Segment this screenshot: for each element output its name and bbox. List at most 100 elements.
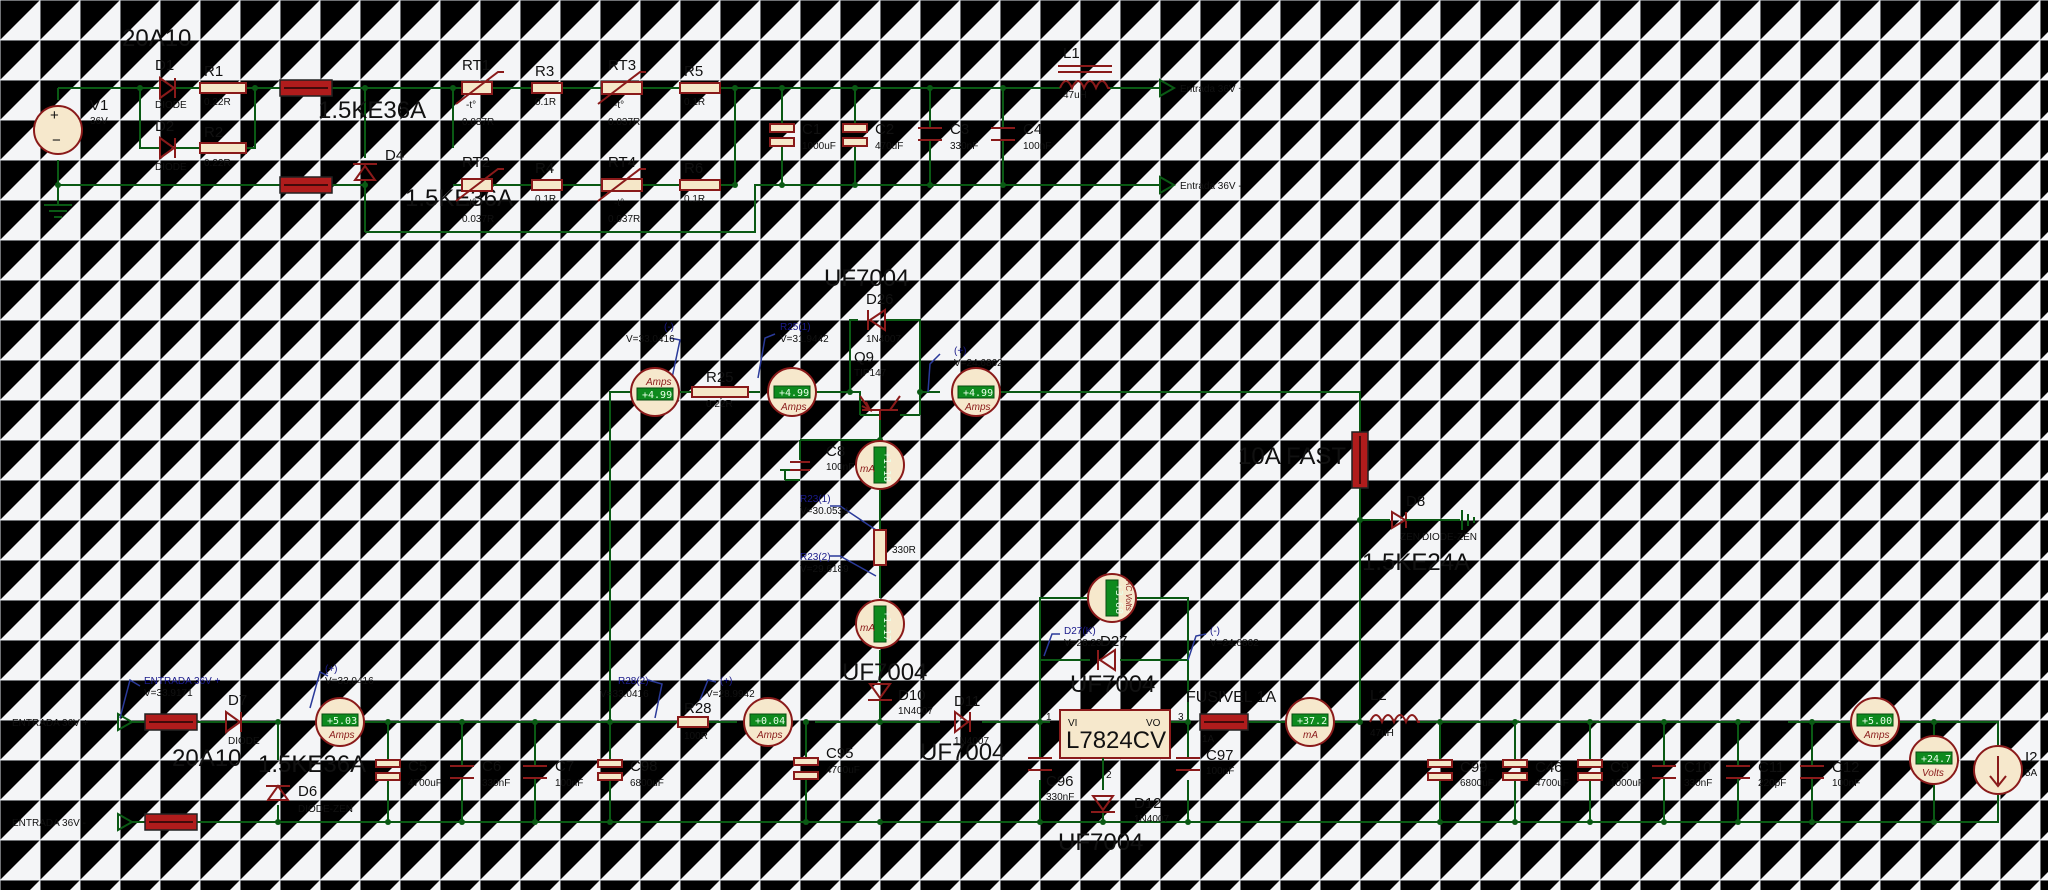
c1-capacitor[interactable]: C1 1000uF (769, 121, 836, 152)
milliammeter-8[interactable]: +37.2 mA (1285, 697, 1335, 747)
ammeter-1[interactable]: (+) V=33.0416 +5.03 Amps (309, 664, 374, 747)
c46-value: 4700uF (1535, 778, 1569, 789)
c7-capacitor[interactable]: C7 100nF (523, 758, 583, 789)
d1-ref: D1 (155, 57, 174, 74)
c3-ref: C3 (950, 121, 969, 138)
c97-capacitor[interactable]: C97 100nF (1176, 747, 1234, 777)
r2-resistor[interactable]: R2 0.22R (199, 124, 247, 169)
d6-zener-diode[interactable]: D6 DIODE-ZEN (266, 783, 353, 815)
i2-current-sink[interactable]: I2 5A (1973, 745, 2038, 795)
probe-minus-top-value: V=33.0416 (626, 334, 675, 345)
ammeter-5[interactable]: +4.99 Amps (951, 367, 1001, 417)
fuse-bottom-in[interactable] (144, 713, 198, 731)
d4-tvs-diode[interactable]: D4 (353, 147, 404, 181)
voltage-probe-plus2[interactable]: (+) V=28.9942 (699, 676, 755, 701)
r3-resistor[interactable]: R3 0.1R (531, 63, 563, 108)
c96-capacitor[interactable]: C96 330nF (1028, 757, 1074, 803)
v1-plus-sign: + (50, 107, 59, 124)
d12-diode[interactable]: D12 1N4007 (1091, 795, 1169, 825)
rt3-thermistor[interactable]: RT3 -t° 0.037R (597, 57, 646, 128)
c9-capacitor[interactable]: C9 1000uF (1577, 759, 1644, 789)
i2-value: 5A (2025, 768, 2038, 779)
c7-value: 100nF (555, 778, 583, 789)
ammeter-4[interactable]: +4.99 Amps (767, 367, 817, 417)
probe-r25-value: V=31.9442 (780, 334, 829, 345)
c10-capacitor[interactable]: C10 330nF (1652, 759, 1712, 789)
dc-voltmeter-output[interactable]: +24.7 Volts (1909, 735, 1959, 785)
probe-minus-top-name: (-) (664, 322, 674, 333)
l2-inductor[interactable]: L2 47uH (1369, 687, 1420, 739)
probe-plus2-value: V=28.9942 (706, 689, 755, 700)
c46-capacitor[interactable]: C46 4700uF (1502, 759, 1569, 789)
label-1-5ke24a: 1.5KE24A (1362, 549, 1470, 576)
r25-resistor[interactable]: R25 0.22R (691, 369, 749, 410)
d2-diode[interactable]: D2 DIODE (155, 118, 187, 173)
d2-ref: D2 (155, 118, 174, 135)
r1-resistor[interactable]: R1 0.22R (199, 63, 247, 108)
c11-capacitor[interactable]: C11 220pF (1726, 759, 1786, 789)
r23-resistor[interactable]: 330R (873, 529, 916, 566)
rt1-thermistor[interactable]: RT1 -t° 0.037R (455, 57, 504, 128)
voltage-probe-r23-2[interactable]: R23(2) V=29.6189 (800, 552, 877, 577)
v1-battery-source[interactable]: + − V1 36V (33, 97, 108, 155)
milliammeter-6[interactable]: +1.18 mA (855, 440, 905, 490)
c99-capacitor[interactable]: C99 6800uF (1427, 759, 1494, 789)
c3-capacitor[interactable]: C3 330nF (918, 121, 978, 152)
d7-diode[interactable]: D7 DIODE (225, 692, 260, 747)
voltage-probe-minus-top[interactable]: (-) V=33.0416 (626, 322, 681, 379)
rt2-thermistor[interactable]: RT2 -t° 0.037R (455, 154, 504, 225)
d8-zener-diode[interactable]: D8 ZEN DIODE-ZEN (1391, 493, 1477, 543)
d11-diode[interactable]: D11 1N4007 (954, 693, 989, 747)
d1-diode[interactable]: D1 DIODE (155, 57, 187, 111)
q9-transistor[interactable]: Q9 TIP147 (854, 349, 901, 420)
c12-capacitor[interactable]: C12 100nF (1800, 759, 1860, 789)
terminal-out-pos[interactable]: Entrada 36V + (1159, 78, 1244, 98)
c2-capacitor[interactable]: C2 470uF (842, 121, 903, 152)
voltage-probe-d27[interactable]: D27(K) V=28.23 (1043, 626, 1102, 657)
c95-capacitor[interactable]: C95 4700uF (793, 745, 860, 780)
rt4-thermistor[interactable]: RT4 -t° 0.037R (597, 154, 646, 225)
rt4-value: 0.037R (608, 214, 640, 225)
fuse-bottom-neg[interactable] (144, 813, 198, 831)
voltage-probe-r23-1[interactable]: R23(1) V=30.0534 (800, 494, 877, 531)
l7824cv-regulator[interactable]: VI VO L7824CV 1 2 3 (1046, 709, 1184, 781)
r28-value: 100R (684, 731, 708, 742)
ammeter-2[interactable]: +0.04 Amps (743, 697, 793, 747)
c5-capacitor[interactable]: C5 4700uF (375, 758, 442, 789)
fuse-top-2[interactable] (279, 176, 333, 194)
terminal-out-neg[interactable]: Entrada 36V - (1159, 175, 1242, 195)
c6-capacitor[interactable]: C6 330nF (450, 758, 510, 789)
reg-vo-pin: VO (1146, 718, 1161, 729)
r4-resistor[interactable]: R4 0.1R (531, 160, 563, 205)
fuse-10a-fast[interactable] (1351, 431, 1369, 489)
reg-pin2: 2 (1106, 770, 1112, 781)
l1-inductor[interactable]: L1 47uH (1058, 45, 1112, 101)
fuse-1a[interactable]: 1A (1199, 713, 1249, 745)
ammeter-3[interactable]: Amps +4.99 (630, 367, 680, 417)
voltage-probe-plus3[interactable]: (+) V=24.6862 (927, 346, 1003, 393)
ac-voltmeter[interactable]: +3.68 AC Volts (1087, 573, 1137, 623)
voltage-probe-entrada[interactable]: ENTRADA 36V + V=33.9171 (119, 676, 221, 719)
r5-resistor[interactable]: R5 0.1R (679, 63, 721, 108)
c8-capacitor[interactable]: C8 100nF (780, 443, 854, 480)
c98-capacitor[interactable]: C98 6800uF (597, 758, 664, 789)
voltage-probe-r28-2[interactable]: R28(2) V=33.0416 (600, 676, 663, 719)
d26-diode[interactable]: D26 1N4007 (866, 291, 901, 345)
terminal-in-neg[interactable]: ENTRADA 36V - (12, 812, 135, 832)
c4-capacitor[interactable]: C4 100nF (991, 121, 1051, 152)
voltage-probe-r25-1[interactable]: R25(1) V=31.9442 (757, 322, 829, 379)
fuse-top-1[interactable] (279, 79, 333, 97)
c12-ref: C12 (1832, 759, 1860, 776)
r2-value: 0.22R (204, 158, 231, 169)
voltage-probe-minus2[interactable]: (-) V=24.6862 (1187, 626, 1259, 661)
d27-diode[interactable]: D27 (1097, 633, 1128, 672)
r28-resistor[interactable]: R28 100R (677, 700, 712, 742)
r6-resistor[interactable]: R6 0.1R (679, 160, 721, 205)
d10-diode[interactable]: D10 1N4007 (868, 683, 933, 717)
terminal-in-pos[interactable]: ENTRADA 36V + (12, 712, 135, 732)
milliammeter-6-reading: +1.18 (881, 452, 892, 482)
ammeter-9[interactable]: +5.00 Amps (1850, 697, 1900, 747)
milliammeter-7[interactable]: +1.17 mA (855, 599, 905, 649)
ac-voltmeter-reading: +3.68 (1113, 584, 1124, 614)
